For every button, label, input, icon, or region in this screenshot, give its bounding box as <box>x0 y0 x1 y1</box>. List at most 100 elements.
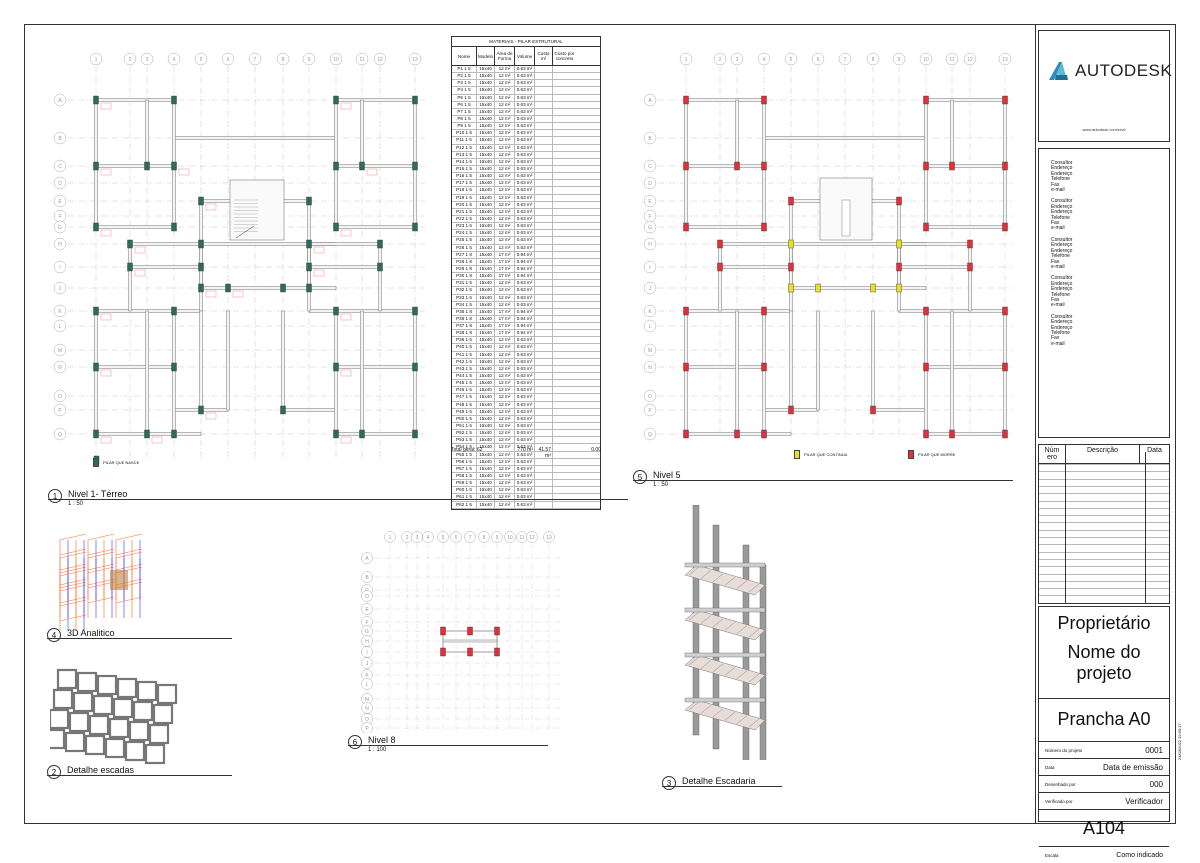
table-cell: 0.63 m³ <box>514 487 534 494</box>
table-cell: 12 m² <box>494 401 514 408</box>
table-cell <box>552 287 576 294</box>
beam <box>335 432 416 436</box>
pillar <box>93 161 99 171</box>
view-detalhe-escadaria[interactable] <box>665 505 775 760</box>
table-cell <box>552 487 576 494</box>
table-cell: 0.63 m³ <box>514 201 534 208</box>
table-cell: 12 m² <box>494 415 514 423</box>
field-label: Verificado por <box>1045 798 1073 804</box>
table-cell: P9 1 5 <box>457 123 471 129</box>
table-cell: 15x40 <box>476 394 494 401</box>
grid-bubble <box>422 531 434 543</box>
table-cell <box>534 323 552 330</box>
table-cell: 0.63 m³ <box>514 337 534 344</box>
beam <box>95 98 175 102</box>
pillar <box>788 239 794 249</box>
table-cell: 0.63 m³ <box>514 380 534 387</box>
table-cell: P42 1 5 <box>456 358 472 364</box>
table-cell <box>552 208 576 215</box>
grid-label-column: 9 <box>496 535 499 541</box>
table-cell: 0.63 m³ <box>514 115 534 123</box>
table-cell <box>552 451 576 458</box>
table-cell <box>534 230 552 237</box>
grid-label-row: C <box>648 164 652 170</box>
field-label: Data <box>1045 764 1055 770</box>
grid-bubble <box>643 260 657 274</box>
pillar-tag <box>340 369 352 377</box>
grid-label-row: H <box>58 242 62 248</box>
table-cell <box>534 94 552 101</box>
view-3d-analitico[interactable] <box>50 520 190 630</box>
consultant-line: Endereço <box>1051 247 1073 254</box>
beam <box>335 98 416 102</box>
grid-bubble <box>221 52 235 66</box>
table-cell: 15x40 <box>476 430 494 437</box>
table-cell: P56 1 5 <box>456 458 472 464</box>
grid-bubble <box>53 237 67 251</box>
view-title-6[interactable]: 6 Nivel 8 1 : 100 <box>348 735 396 753</box>
pillar <box>333 222 339 232</box>
pillar <box>93 222 99 232</box>
schedule-header-cell: Custo por concreto <box>552 47 576 65</box>
table-cell: P29 1 8 <box>456 265 472 271</box>
table-cell: 15x40 <box>476 415 494 423</box>
grid-label-row: I <box>366 650 367 656</box>
pillar <box>683 222 689 232</box>
view-title-2[interactable]: 2 Detalhe escadas <box>47 765 134 779</box>
beam <box>872 408 927 412</box>
beam <box>145 310 149 435</box>
table-cell: 17 m² <box>494 251 514 258</box>
consultant-line: Telefone <box>1051 329 1070 336</box>
grid-label-row: O <box>58 394 62 400</box>
consultant-line: Fax <box>1051 296 1060 303</box>
beam <box>816 310 820 411</box>
table-cell <box>534 337 552 344</box>
view-title-4[interactable]: 4 3D Analitico <box>47 628 115 642</box>
table-cell <box>552 430 576 437</box>
table-cell: P60 1 5 <box>456 487 472 493</box>
table-cell: 0.63 m³ <box>514 494 534 501</box>
table-cell: 12 m² <box>494 201 514 208</box>
logo-box: AUTODESK www.autodesk.com/revit <box>1038 30 1172 142</box>
table-cell: 15x40 <box>476 230 494 237</box>
consultant-line: e-mail <box>1051 302 1065 309</box>
table-cell <box>552 187 576 194</box>
beam <box>360 310 364 435</box>
table-cell <box>552 137 576 144</box>
revision-row-line <box>1039 464 1169 465</box>
view-title-1[interactable]: 1 Nivel 1- Térreo 1 : 50 <box>48 489 127 507</box>
table-cell: 0.63 m³ <box>514 151 534 158</box>
grid-label-row: N <box>58 365 62 371</box>
grid-label-column: 7 <box>469 535 472 541</box>
sheet-name: Prancha A0 <box>1039 698 1169 741</box>
autodesk-a-icon <box>1049 62 1068 80</box>
grid-label-column: 6 <box>227 57 230 63</box>
view-detalhe-escadas[interactable] <box>50 650 190 765</box>
frame-bay <box>96 674 118 696</box>
table-cell: 0.63 m³ <box>514 480 534 487</box>
view-title-5[interactable]: 5 Nivel 5 1 : 50 <box>633 470 681 488</box>
brand-url[interactable]: www.autodesk.com/revit <box>1082 127 1126 132</box>
table-cell <box>552 180 576 187</box>
view-title-3[interactable]: 3 Detalhe Escadaria <box>662 776 756 790</box>
pillar <box>683 362 689 372</box>
stair-step <box>700 705 712 714</box>
beam <box>94 310 98 435</box>
grid-bubble <box>892 52 906 66</box>
table-cell: 15x40 <box>476 151 494 158</box>
table-cell: 15x40 <box>476 408 494 415</box>
table-cell: 12 m² <box>494 123 514 130</box>
pillar-tag <box>178 168 190 176</box>
pillar <box>280 283 286 293</box>
pillar <box>896 196 902 206</box>
grid-label-row: K <box>365 673 369 679</box>
grid-bubble <box>945 52 959 66</box>
grid-label-column: 4 <box>173 57 176 63</box>
table-cell: 15x40 <box>476 265 494 273</box>
